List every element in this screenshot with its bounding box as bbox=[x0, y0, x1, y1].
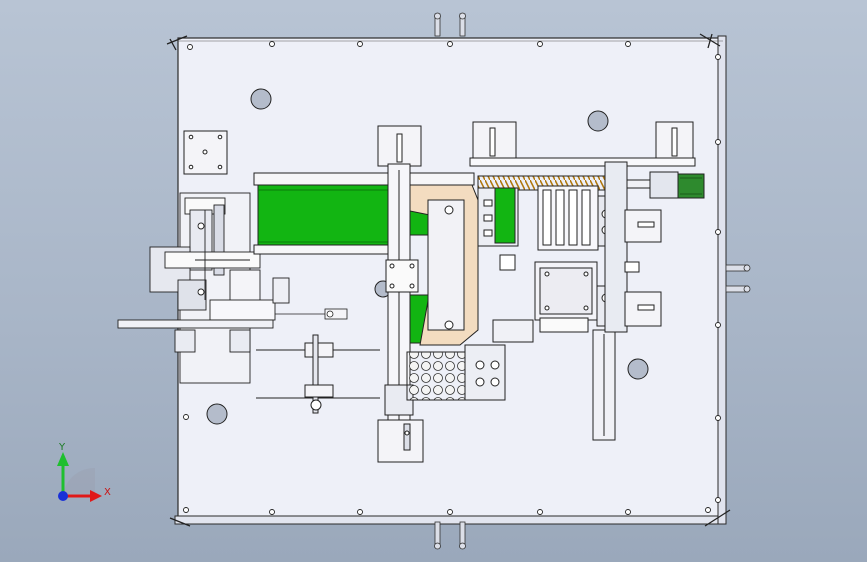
corner-feet bbox=[166, 33, 731, 527]
z-axis-dot bbox=[58, 491, 68, 501]
left-feeder-module bbox=[117, 192, 290, 384]
motor-mount-plate bbox=[183, 130, 228, 175]
mounting-studs bbox=[434, 12, 751, 550]
roller-magazine bbox=[406, 344, 506, 401]
vertical-slide-module bbox=[377, 125, 424, 463]
bridge-beam bbox=[404, 184, 479, 346]
right-vertical-rail bbox=[592, 161, 662, 441]
coordinate-triad bbox=[57, 452, 102, 502]
x-axis-label: X bbox=[104, 487, 111, 498]
x-axis-arrowhead bbox=[90, 490, 102, 502]
y-axis-arrowhead bbox=[57, 452, 69, 466]
y-axis-label: Y bbox=[59, 442, 66, 453]
pneumatic-cylinder bbox=[275, 308, 348, 320]
pulley-shaft bbox=[256, 334, 380, 414]
base-plate bbox=[174, 35, 727, 525]
access-holes bbox=[206, 88, 649, 425]
